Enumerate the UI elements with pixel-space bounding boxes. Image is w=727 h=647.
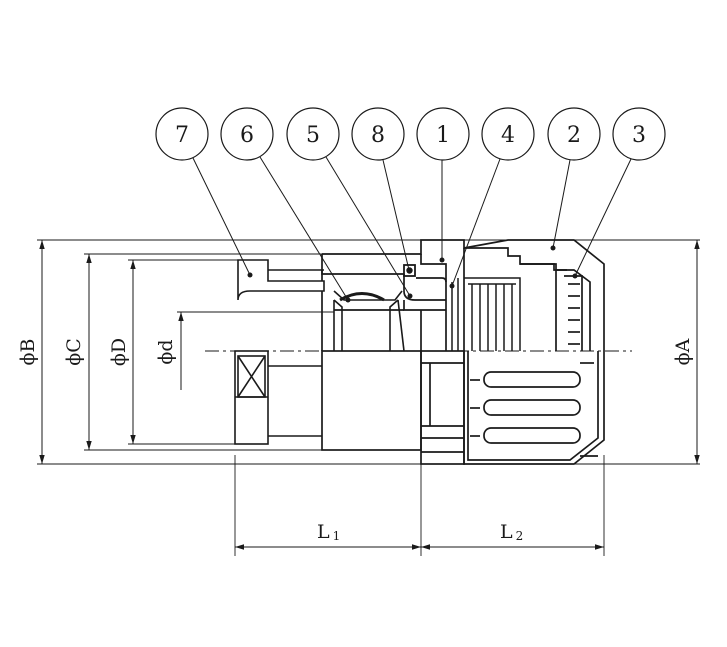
svg-text:7: 7 [175, 123, 189, 148]
balloon-7: 7 [155, 107, 209, 161]
balloon-6: 6 [220, 107, 274, 161]
svg-text:2: 2 [567, 123, 581, 148]
part-8-oring-core [406, 267, 413, 274]
svg-text:1: 1 [436, 123, 450, 148]
dim-phid-label: ϕd [155, 339, 177, 364]
dim-phiD-label: ϕD [108, 338, 130, 366]
cap-grip-ribs [470, 362, 598, 457]
dimension-lines [39, 240, 700, 550]
dim-phiB-label: ϕB [17, 339, 39, 366]
balloon-4: 4 [481, 107, 535, 161]
part-2-cap [463, 239, 605, 351]
part-1-body [321, 239, 567, 351]
balloon-2: 2 [547, 107, 601, 161]
extension-lines [37, 239, 700, 556]
part-6-seal [333, 290, 405, 352]
svg-text:6: 6 [240, 123, 254, 148]
body-outside-view [321, 350, 605, 465]
svg-text:3: 3 [632, 123, 646, 148]
balloon-5: 5 [286, 107, 340, 161]
leader-lines [192, 156, 632, 303]
balloon-3: 3 [612, 107, 666, 161]
part-4-seal-ring [451, 277, 521, 351]
part-8-oring [403, 264, 416, 277]
svg-text:8: 8 [371, 123, 385, 148]
svg-text:5: 5 [306, 123, 320, 148]
balloon-8: 8 [351, 107, 405, 161]
dim-phiA-label: ϕA [672, 338, 694, 365]
balloon-1: 1 [416, 107, 470, 161]
dim-phiC-label: ϕC [63, 338, 85, 366]
svg-text:4: 4 [501, 123, 515, 148]
part-7-locknut [234, 259, 325, 445]
